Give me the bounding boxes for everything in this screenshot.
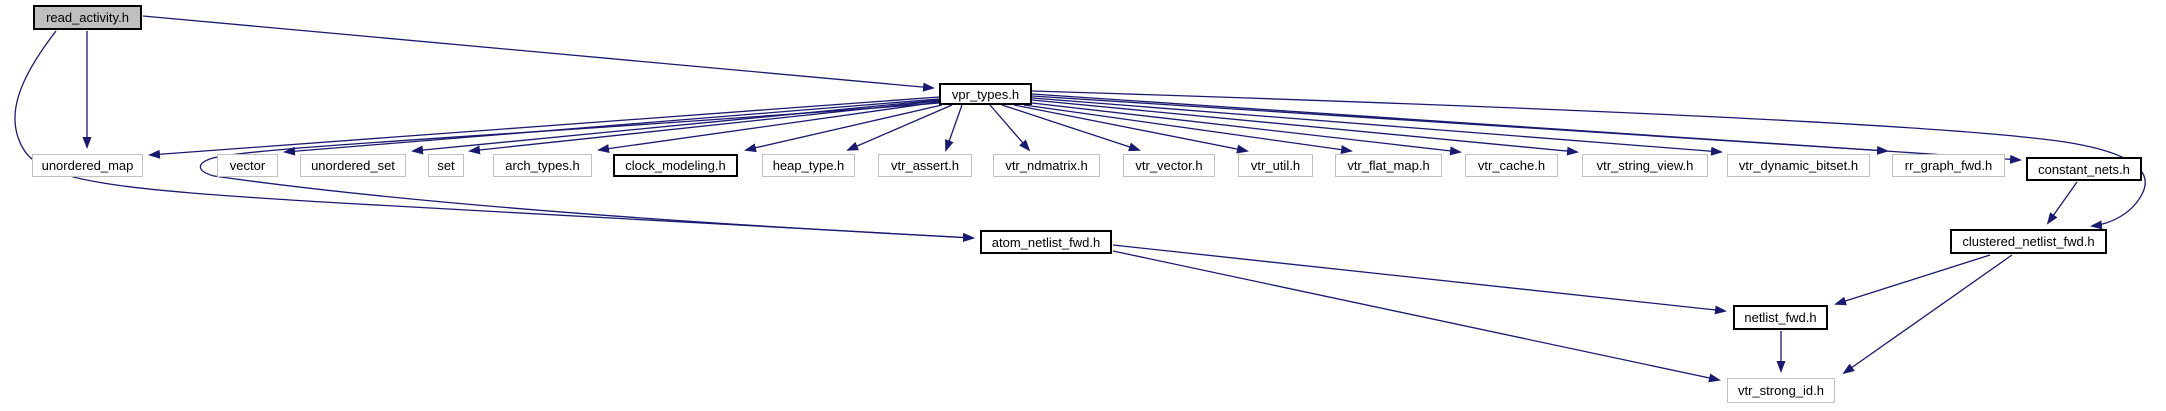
node-vtr_string_view: vtr_string_view.h: [1582, 154, 1708, 177]
edge-vpr_types-to-atom_netlist_fwd: [199, 102, 975, 242]
edge-atom_netlist_fwd-to-netlist_fwd: [1112, 244, 1727, 315]
edge-read_activity-to-vpr_types: [142, 15, 935, 92]
edge-vpr_types-to-clock_modeling: [744, 104, 943, 153]
node-netlist_fwd[interactable]: netlist_fwd.h: [1733, 305, 1828, 330]
node-vtr_flat_map: vtr_flat_map.h: [1335, 154, 1442, 177]
edge-atom_netlist_fwd-to-vtr_strong_id: [1112, 250, 1721, 383]
edge-vpr_types-to-vtr_vector: [1001, 104, 1141, 152]
node-clustered_netlist_fwd[interactable]: clustered_netlist_fwd.h: [1950, 229, 2107, 254]
edge-vpr_types-to-constant_nets: [1031, 93, 2022, 164]
edge-constant_nets-to-clustered_netlist_fwd: [2046, 181, 2078, 225]
node-read_activity: read_activity.h: [33, 5, 142, 30]
edge-vpr_types-to-vtr_ndmatrix: [989, 104, 1031, 152]
node-vtr_strong_id: vtr_strong_id.h: [1727, 378, 1835, 403]
node-vtr_ndmatrix: vtr_ndmatrix.h: [993, 154, 1100, 177]
node-heap_type: heap_type.h: [762, 154, 855, 177]
node-atom_netlist_fwd[interactable]: atom_netlist_fwd.h: [980, 230, 1112, 254]
node-vtr_cache: vtr_cache.h: [1465, 154, 1558, 177]
node-rr_graph_fwd: rr_graph_fwd.h: [1892, 154, 2005, 177]
node-vtr_vector: vtr_vector.h: [1123, 154, 1215, 177]
edge-vpr_types-to-vtr_dynamic_bitset: [1031, 97, 1723, 156]
node-vector: vector: [217, 154, 278, 177]
edge-clustered_netlist_fwd-to-vtr_strong_id: [1842, 254, 2013, 375]
edge-vpr_types-to-arch_types: [597, 101, 940, 154]
edge-vpr_types-to-heap_type: [846, 104, 953, 151]
edge-vpr_types-to-vtr_assert: [945, 104, 963, 152]
edge-vpr_types-to-clustered_netlist_fwd: [1031, 90, 2146, 230]
edge-vpr_types-to-vtr_util: [1013, 104, 1249, 154]
node-vtr_dynamic_bitset: vtr_dynamic_bitset.h: [1727, 154, 1870, 177]
node-constant_nets[interactable]: constant_nets.h: [2026, 157, 2142, 181]
node-unordered_map: unordered_map: [32, 154, 143, 177]
node-vtr_assert: vtr_assert.h: [878, 154, 972, 177]
edge-vpr_types-to-vtr_string_view: [1031, 99, 1579, 156]
edge-vpr_types-to-unordered_map: [148, 96, 940, 159]
edge-vpr_types-to-vector: [283, 98, 940, 156]
node-set: set: [428, 154, 464, 177]
node-clock_modeling[interactable]: clock_modeling.h: [613, 154, 738, 177]
edge-clustered_netlist_fwd-to-netlist_fwd: [1834, 254, 1991, 306]
edge-group: [14, 15, 2146, 383]
node-unordered_set: unordered_set: [300, 154, 406, 177]
node-arch_types: arch_types.h: [493, 154, 592, 177]
edge-vpr_types-to-vtr_cache: [1031, 102, 1462, 156]
edge-vpr_types-to-unordered_set: [411, 99, 940, 155]
edge-vpr_types-to-vtr_flat_map: [1023, 104, 1353, 155]
node-vpr_types[interactable]: vpr_types.h: [939, 83, 1032, 105]
node-vtr_util: vtr_util.h: [1238, 154, 1313, 177]
